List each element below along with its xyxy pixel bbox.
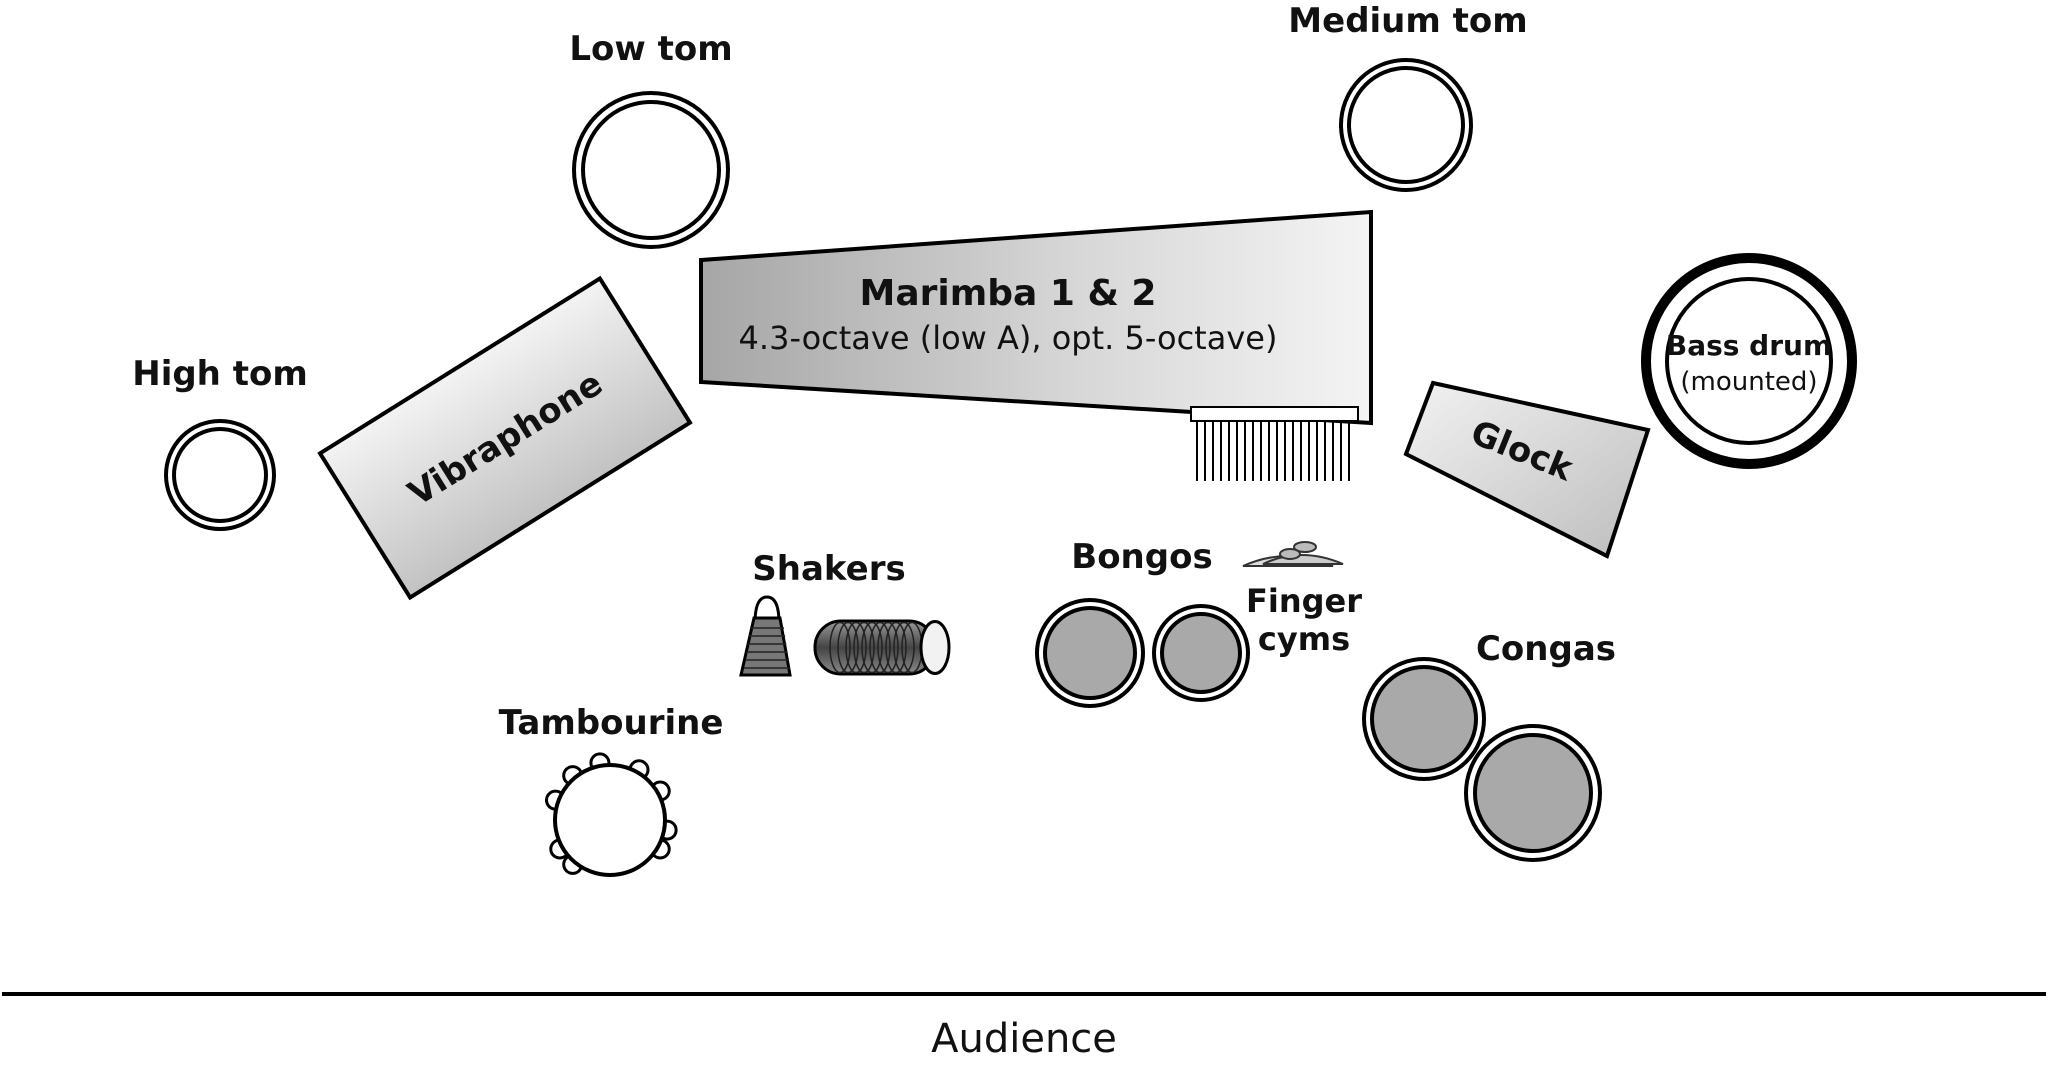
marimba-title: Marimba 1 & 2 [860, 273, 1157, 314]
finger-cymbals-label-2: cyms [1258, 620, 1350, 658]
glock [1403, 380, 1651, 559]
audience-label: Audience [931, 1016, 1117, 1062]
bass-drum-label: Bass drum [1666, 329, 1832, 362]
tambourine-label: Tambourine [499, 703, 724, 743]
shaker-bell-icon [739, 595, 792, 677]
shakers-label: Shakers [752, 549, 905, 589]
marimba-subtitle: 4.3-octave (low A), opt. 5-octave) [739, 319, 1278, 357]
low-tom [572, 91, 730, 249]
high-tom-label: High tom [132, 354, 308, 394]
finger-cymbals-icon [1242, 541, 1344, 567]
bongo-small [1152, 604, 1250, 702]
bongo-large [1035, 598, 1145, 708]
bongos-label: Bongos [1071, 537, 1212, 577]
medium-tom [1339, 58, 1473, 192]
tambourine-icon [544, 752, 678, 877]
congas-label: Congas [1476, 629, 1616, 669]
marimba [699, 209, 1373, 426]
medium-tom-label: Medium tom [1288, 1, 1527, 41]
vibraphone: Vibraphone [317, 275, 693, 601]
finger-cymbals-label-1: Finger [1246, 582, 1362, 620]
conga-2 [1464, 724, 1602, 862]
mark-tree [1190, 406, 1359, 481]
conga-1 [1362, 657, 1486, 781]
low-tom-label: Low tom [569, 29, 732, 69]
bass-drum-sublabel: (mounted) [1680, 367, 1817, 397]
bass-drum [1641, 253, 1857, 469]
high-tom [164, 419, 276, 531]
shaker-tube-icon [813, 619, 951, 676]
